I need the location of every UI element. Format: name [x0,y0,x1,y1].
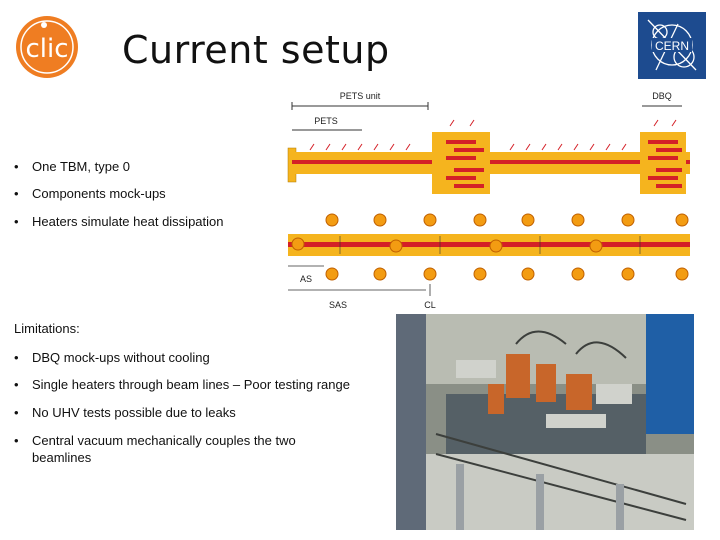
intro-bullet-2-list: Components mock-ups [14,185,166,202]
cern-logo-text: CERN [655,39,689,53]
limitation-3-list: No UHV tests possible due to leaks [14,404,236,421]
heater-row-top [325,213,689,227]
intro-bullet: Components mock-ups [14,185,166,202]
limitation-item: Central vacuum mechanically couples the … [14,432,344,466]
clic-logo: clic [16,16,78,78]
label-dbq: DBQ [652,91,672,101]
limitation-1-list: DBQ mock-ups without cooling [14,349,210,366]
intro-bullet: Heaters simulate heat dissipation [14,213,224,230]
tbm-schematic-diagram: PETS unit DBQ PETS [287,91,690,310]
lower-beamline [288,234,690,256]
upper-beamline [287,132,690,194]
limitation-item: No UHV tests possible due to leaks [14,404,236,421]
intro-bullet-3-list: Heaters simulate heat dissipation [14,213,224,230]
label-cl: CL [424,300,436,310]
label-pets: PETS [314,116,338,126]
cern-logo: CERN [638,12,706,79]
limitation-2-list: Single heaters through beam lines – Poor… [14,376,350,393]
limitation-item: DBQ mock-ups without cooling [14,349,210,366]
page-title: Current setup [122,28,390,72]
limitation-item: Single heaters through beam lines – Poor… [14,376,350,393]
limitation-4-list: Central vacuum mechanically couples the … [14,432,344,466]
intro-bullet-1-list: One TBM, type 0 [14,158,130,175]
clic-logo-text: clic [25,34,68,64]
heater-row-bottom [325,267,689,281]
label-pets-unit: PETS unit [340,91,381,101]
intro-bullet: One TBM, type 0 [14,158,130,175]
label-sas: SAS [329,300,347,310]
label-as: AS [300,274,312,284]
limitations-heading: Limitations: [14,321,80,336]
lab-photo [396,314,694,530]
